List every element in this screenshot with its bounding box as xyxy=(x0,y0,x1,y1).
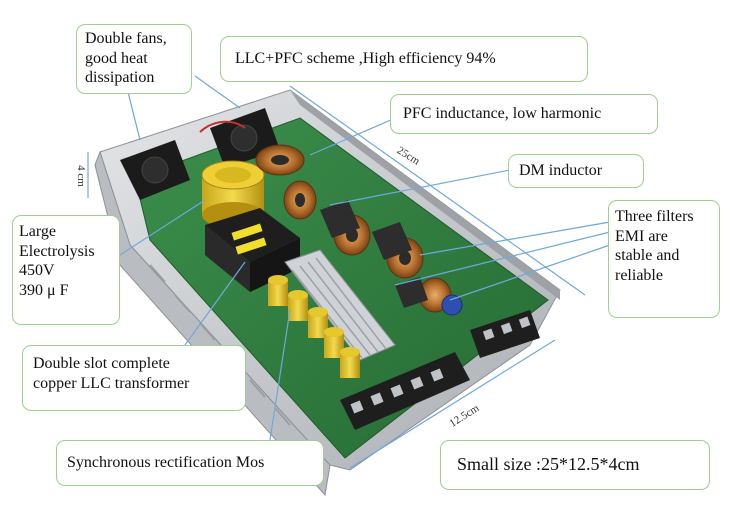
fans-line-1: Double fans, xyxy=(85,30,167,47)
mos-text: Synchronous rectification Mos xyxy=(67,454,265,471)
dm-text: DM inductor xyxy=(519,162,603,179)
llc-transformer xyxy=(205,208,300,292)
filters-line-1: Three filters xyxy=(615,208,694,225)
pfc-text: PFC inductance, low harmonic xyxy=(403,105,602,122)
output-capacitors xyxy=(268,275,360,378)
callout-filters: Three filters EMI are stable and reliabl… xyxy=(608,200,720,318)
callout-size: Small size :25*12.5*4cm xyxy=(440,440,710,490)
filters-line-2: EMI are xyxy=(615,227,668,245)
callout-electrolysis: Large Electrolysis 450V 390 μ F xyxy=(12,215,120,325)
electrolysis-line-2: Electrolysis xyxy=(19,242,95,260)
electrolysis-line-3: 450V xyxy=(19,262,55,280)
fans-line-3: dissipation xyxy=(85,69,155,87)
callout-transformer: Double slot complete copper LLC transfor… xyxy=(22,345,246,411)
transformer-line-1: Double slot complete xyxy=(33,355,170,372)
filters-line-4: reliable xyxy=(615,266,663,284)
fans-line-2: good heat xyxy=(85,49,148,67)
toroid-inductors xyxy=(255,144,463,316)
callout-scheme: LLC+PFC scheme ,High efficiency 94% xyxy=(220,36,588,82)
electrolysis-line-1: Large xyxy=(19,223,57,240)
callout-mos: Synchronous rectification Mos xyxy=(56,440,324,486)
callout-fans: Double fans, good heat dissipation xyxy=(76,24,192,94)
size-text: Small size :25*12.5*4cm xyxy=(457,454,640,474)
scheme-text: LLC+PFC scheme ,High efficiency 94% xyxy=(235,50,496,67)
filters-line-3: stable and xyxy=(615,247,680,265)
dimension-height: 4 cm xyxy=(74,165,87,187)
electrolysis-line-4: 390 μ F xyxy=(19,281,69,299)
filter-blocks xyxy=(320,200,428,308)
terminal-blocks xyxy=(340,310,540,430)
leader-arrows xyxy=(87,75,611,469)
callout-dm: DM inductor xyxy=(508,154,644,188)
fans xyxy=(120,108,280,200)
transformer-line-2: copper LLC transformer xyxy=(33,374,190,392)
electrolytic-capacitor xyxy=(201,160,265,228)
callout-pfc: PFC inductance, low harmonic xyxy=(390,94,658,134)
